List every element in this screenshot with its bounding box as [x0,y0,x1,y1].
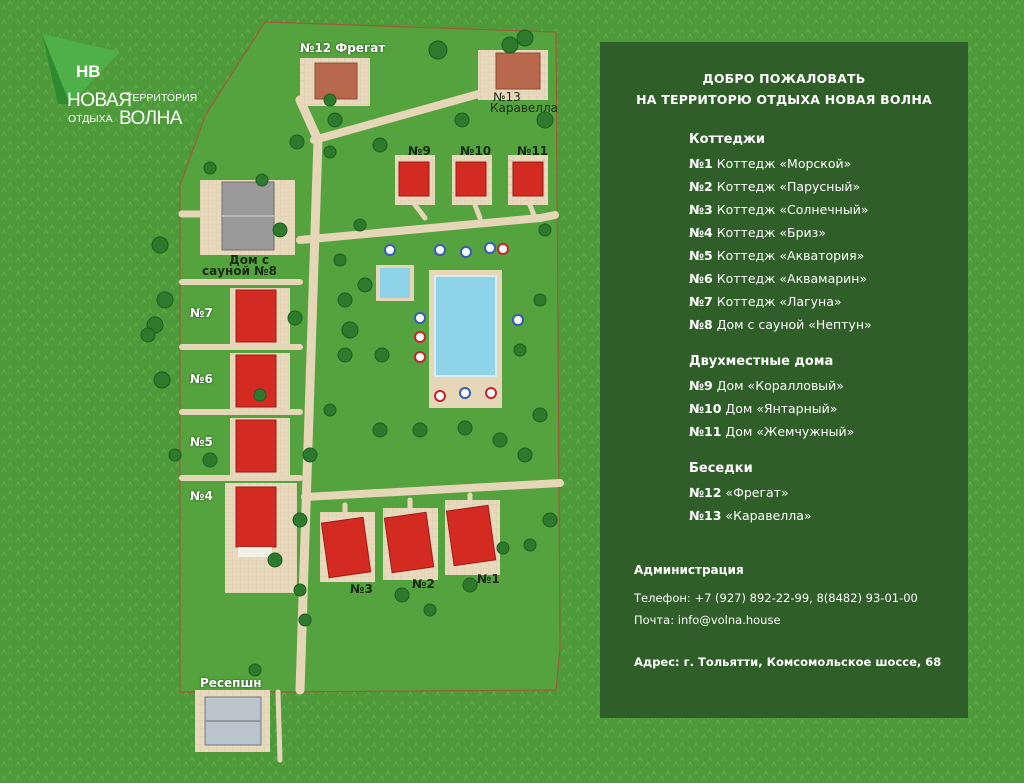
legend-item: №2 Коттедж «Парусный» [689,179,861,194]
cottage-1 [445,504,497,567]
section-title-double-houses: Двухместные дома [689,354,834,369]
gazebo-karavella [495,52,541,90]
cottage-5 [235,419,277,473]
label-karavella-num: №13 [493,90,521,104]
admin-title: Администрация [634,563,744,577]
legend-item: №13 «Каравелла» [689,508,812,523]
legend-item: №9 Дом «Коралловый» [689,378,844,393]
legend-item: №8 Дом с сауной «Нептун» [689,317,872,332]
buildings [204,52,544,746]
legend-item: №6 Коттедж «Аквамарин» [689,271,868,286]
cottage-7 [235,289,277,343]
cottage-4 [235,486,277,548]
label-cottage-1: №1 [477,572,500,586]
main-pool-water [434,275,497,377]
legend-item: №12 «Фрегат» [689,485,789,500]
legend-item: №1 Коттедж «Морской» [689,156,852,171]
house-9 [398,161,430,197]
welcome-line-2: НА ТЕРРИТОРЮ ОТДЫХА НОВАЯ ВОЛНА [636,92,932,107]
trees [140,29,558,677]
section-title-cottages: Коттеджи [689,132,765,147]
legend-item: №11 Дом «Жемчужный» [689,424,855,439]
label-cottage-2: №2 [412,577,435,591]
admin-email: Почта: info@volna.house [634,613,781,627]
info-panel: ДОБРО ПОЖАЛОВАТЬ НА ТЕРРИТОРЮ ОТДЫХА НОВ… [600,42,968,718]
logo-new: НОВАЯ [67,90,132,111]
logo-mark: НВ [76,62,101,81]
umbrellas [384,242,524,402]
paths [178,84,564,763]
label-reception: Ресепшн [200,676,262,690]
legend-item: №5 Коттедж «Акватория» [689,248,865,263]
label-cottage-4: №4 [190,489,213,503]
label-cottage-7: №7 [190,306,213,320]
label-cottage-5: №5 [190,435,213,449]
cottage-3 [320,516,372,579]
admin-address: Адрес: г. Тольятти, Комсомольское шоссе,… [634,655,942,669]
gazebo-fregat [314,62,358,100]
welcome-line-1: ДОБРО ПОЖАЛОВАТЬ [702,71,866,86]
logo-territory: ТЕРРИТОРИЯ [126,92,198,104]
house-10 [455,161,487,197]
logo: НВ НОВАЯ ТЕРРИТОРИЯ ОТДЫХА ВОЛНА [30,30,198,135]
label-house-10: №10 [460,144,492,158]
label-fregat: №12 Фрегат [300,41,386,55]
label-cottage-3: №3 [350,582,373,596]
house-11 [512,161,544,197]
legend-item: №4 Коттедж «Бриз» [689,225,826,240]
cottage-2 [383,511,435,574]
legend-item: №3 Коттедж «Солнечный» [689,202,869,217]
logo-wave: ВОЛНА [119,108,182,129]
section-title-gazebos: Беседки [689,461,753,476]
label-cottage-6: №6 [190,372,213,386]
label-house-9: №9 [408,144,431,158]
label-house-11: №11 [517,144,549,158]
small-pool-water [380,268,410,298]
legend-item: №10 Дом «Янтарный» [689,401,838,416]
sail-icon [42,34,120,104]
admin-phone: Телефон: +7 (927) 892-22-99, 8(8482) 93-… [634,591,918,605]
label-karavella: Каравелла [490,101,558,115]
label-sauna-1: Дом с [229,253,270,267]
label-sauna-2: сауной №8 [202,264,277,278]
logo-rest: ОТДЫХА [68,113,113,125]
legend-item: №7 Коттедж «Лагуна» [689,294,842,309]
